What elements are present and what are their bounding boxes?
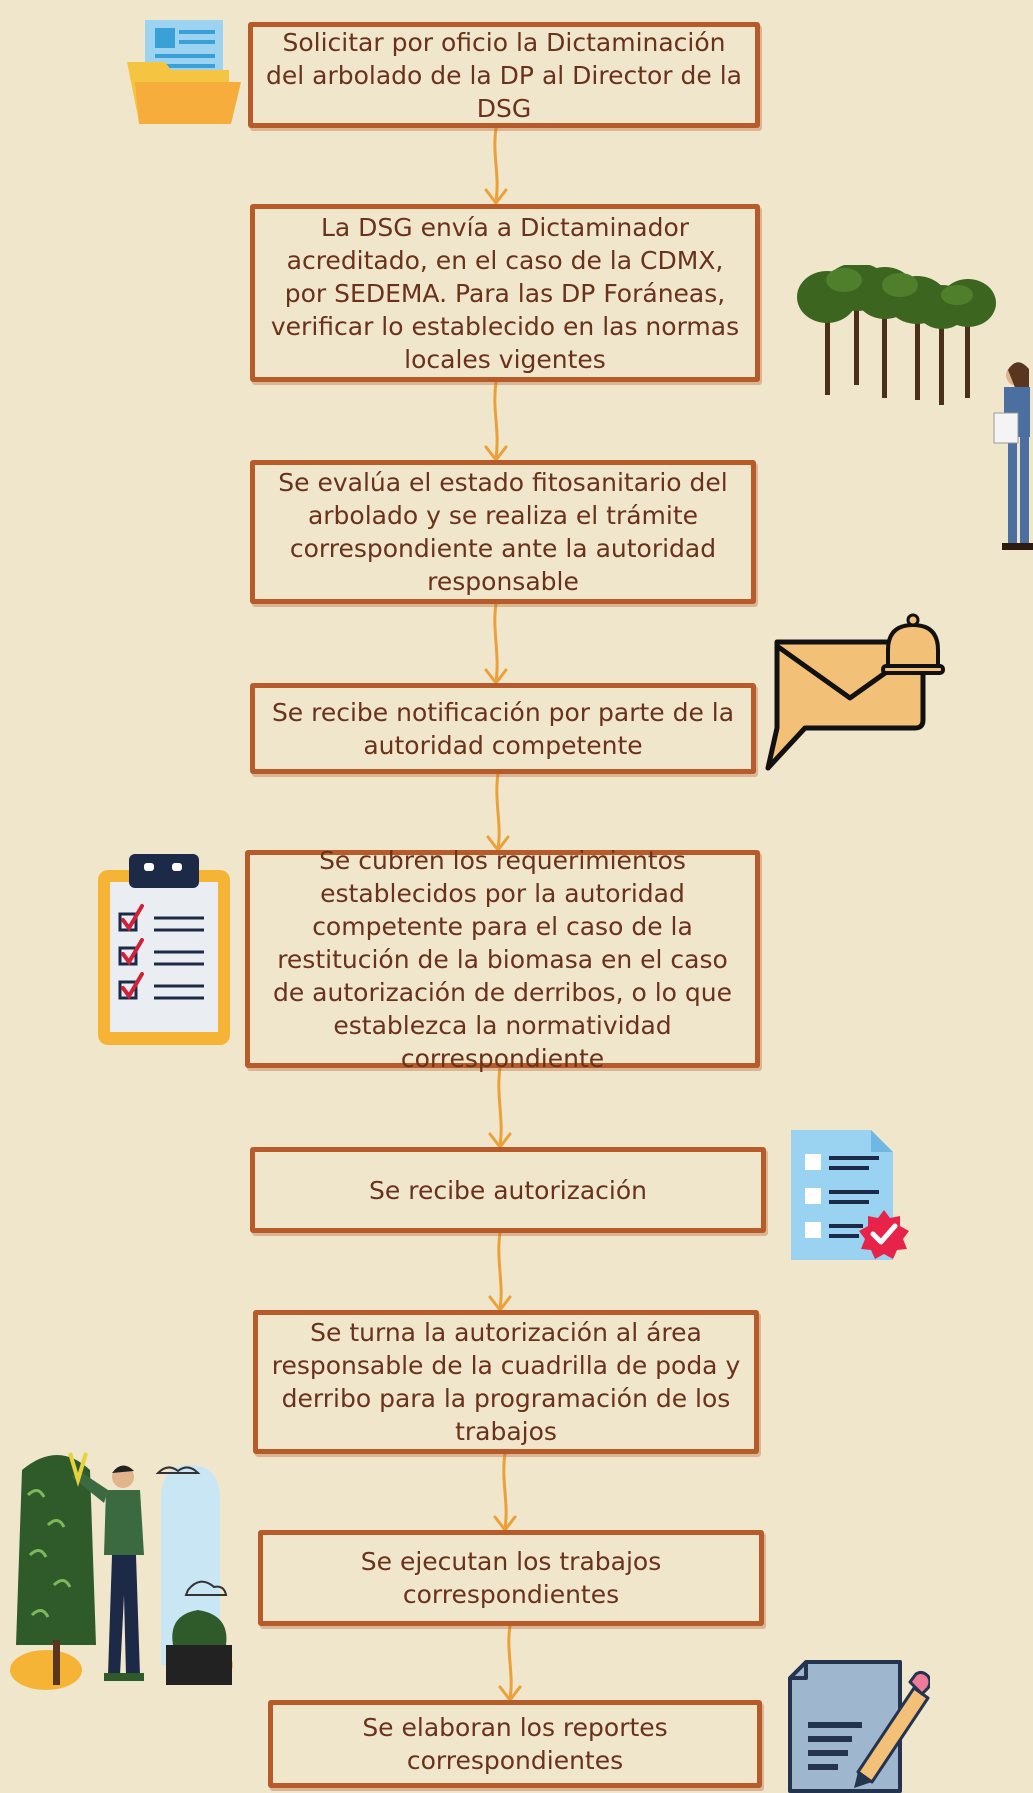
step-7-box: Se turna la autorización al área respons…: [253, 1310, 759, 1454]
step-2-box: La DSG envía a Dictaminador acreditado, …: [250, 204, 760, 382]
step-3-text: Se evalúa el estado fitosanitario del ar…: [278, 468, 728, 596]
step-3-box: Se evalúa el estado fitosanitario del ar…: [250, 460, 756, 604]
approved-document-icon: [791, 1130, 909, 1260]
step-6-box: Se recibe autorización: [250, 1147, 766, 1233]
step-8-text: Se ejecutan los trabajos correspondiente…: [360, 1547, 662, 1609]
mail-notification-icon: [765, 613, 945, 771]
arrow-7-8: [493, 1452, 517, 1532]
step-1-text: Solicitar por oficio la Dictaminación de…: [265, 27, 742, 123]
step-1-box: Solicitar por oficio la Dictaminación de…: [248, 22, 760, 128]
step-5-box: Se cubren los requerimientos establecido…: [245, 846, 760, 1073]
checklist-clipboard-icon: [98, 854, 230, 1045]
arrow-1-2: [484, 126, 508, 205]
step-6-text: Se recibe autorización: [369, 1175, 647, 1205]
step-7-text: Se turna la autorización al área respons…: [271, 1318, 741, 1446]
arrow-6-7: [488, 1231, 512, 1312]
arrow-8-9: [498, 1624, 522, 1702]
step-4-box: Se recibe notificación por parte de la a…: [250, 683, 756, 774]
step-9-box: Se elaboran los reportes correspondiente…: [268, 1700, 762, 1788]
step-9-text: Se elaboran los reportes correspondiente…: [362, 1713, 668, 1775]
report-writing-icon: [788, 1660, 930, 1793]
arrow-2-3: [484, 380, 508, 462]
trees-and-woman-icon: [797, 265, 1033, 550]
arrow-4-5: [486, 772, 510, 852]
arrow-5-6: [488, 1066, 512, 1149]
step-5-text: Se cubren los requerimientos establecido…: [272, 845, 733, 1073]
step-2-text: La DSG envía a Dictaminador acreditado, …: [270, 212, 740, 374]
folder-document-icon: [127, 20, 241, 124]
step-4-text: Se recibe notificación por parte de la a…: [271, 697, 735, 760]
gardener-pruning-icon: [10, 1452, 233, 1690]
arrow-3-4: [484, 602, 508, 685]
step-8-box: Se ejecutan los trabajos correspondiente…: [258, 1530, 764, 1626]
